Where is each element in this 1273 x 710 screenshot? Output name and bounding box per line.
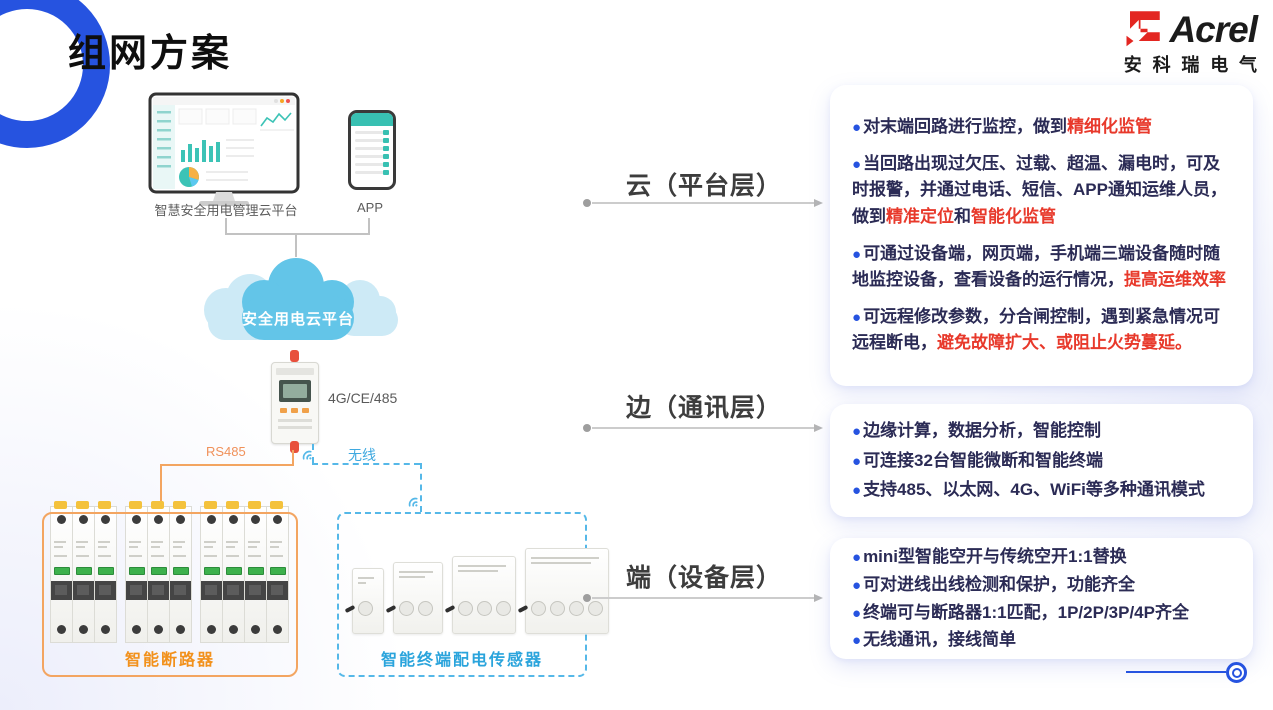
panel-bullet: ●可通过设备端，网页端，手机端三端设备随时随地监控设备，查看设备的运行情况，提高… [852, 243, 1226, 290]
panel-bullet: ●可远程修改参数，分合闸控制，遇到紧急情况可远程断电，避免故障扩大、或阻止火势蔓… [852, 306, 1221, 353]
panel-bullet: ●当回路出现过欠压、过载、超温、漏电时，可及时报警，并通过电话、短信、APP通知… [852, 153, 1227, 226]
bullet-icon: ● [852, 119, 862, 137]
bullet-icon: ● [852, 604, 862, 622]
platform-label: 智慧安全用电管理云平台 [154, 203, 298, 218]
sensors-label: 智能终端配电传感器 [380, 652, 543, 669]
footer-ring-decoration [1226, 662, 1247, 683]
connector [225, 218, 227, 233]
layer-line-arrow [814, 199, 823, 207]
layer-cloud-label: 云（平台层） [625, 172, 782, 200]
panel-bullet: ●可对进线出线检测和保护，功能齐全 [852, 574, 1136, 594]
panel-bullet: ●边缘计算，数据分析，智能控制 [852, 420, 1102, 440]
panel-bullet: ●支持485、以太网、4G、WiFi等多种通讯模式 [852, 480, 1205, 500]
brand-subtext: 安科瑞电气 [1123, 55, 1268, 75]
bullet-icon: ● [852, 576, 862, 594]
panel-bullet: ●对末端回路进行监控，做到精细化监管 [852, 117, 1153, 137]
panel-bullet: ●无线通讯，接线简单 [852, 630, 1017, 650]
edge-panel: ●边缘计算，数据分析，智能控制 ●可连接32台智能微断和智能终端 ●支持485、… [830, 404, 1253, 517]
platform-monitor-illustration [148, 92, 302, 219]
rs485-line [160, 464, 162, 512]
layer-edge-label: 边（通讯层） [625, 394, 782, 422]
rs485-label: RS485 [206, 444, 246, 459]
panel-bullet: ●终端可与断路器1:1匹配，1P/2P/3P/4P齐全 [852, 602, 1189, 622]
layer-line [592, 597, 814, 599]
wireless-line [312, 444, 314, 463]
acrel-logo-icon [1123, 6, 1165, 53]
connector [368, 218, 370, 233]
wireless-line [420, 463, 422, 512]
bullet-icon: ● [852, 482, 862, 500]
wifi-icon [404, 493, 421, 510]
breakers-box: 智能断路器 [42, 512, 298, 677]
app-label: APP [356, 200, 383, 215]
footer-line-decoration [1126, 671, 1226, 673]
breaker-row [50, 501, 297, 643]
bullet-icon: ● [852, 632, 862, 650]
gateway-illustration [271, 362, 319, 444]
layer-line-dot [583, 424, 591, 432]
breakers-label: 智能断路器 [124, 652, 215, 669]
cloud-label: 安全用电云平台 [241, 311, 354, 328]
bullet-icon: ● [852, 245, 862, 263]
acrel-logo: Acrel 安科瑞电气 [1071, 6, 1258, 77]
layer-line-dot [583, 199, 591, 207]
panel-bullet: ●可连接32台智能微断和智能终端 [852, 450, 1103, 470]
bullet-icon: ● [852, 452, 862, 470]
layer-device-label: 端（设备层） [625, 564, 782, 592]
page-title: 组网方案 [68, 33, 233, 75]
rs485-line [160, 464, 294, 466]
cloud-panel: ●对末端回路进行监控，做到精细化监管 ●当回路出现过欠压、过载、超温、漏电时，可… [830, 85, 1253, 386]
cloud-illustration: 安全用电云平台 [192, 248, 404, 360]
layer-line-arrow [814, 594, 823, 602]
wifi-icon [298, 446, 315, 463]
sensor-row [344, 548, 609, 634]
panel-bullet: ●mini型智能空开与传统空开1:1替换 [852, 547, 1127, 567]
gateway-label: 4G/CE/485 [328, 390, 398, 406]
bullet-icon: ● [852, 422, 862, 440]
gateway-antenna-top [289, 350, 299, 362]
brand-name: Acrel [1169, 8, 1258, 50]
wireless-line [312, 463, 420, 465]
gateway-antenna-bottom [289, 441, 299, 453]
layer-line [592, 427, 814, 429]
connector [225, 233, 370, 235]
layer-line-dot [583, 594, 591, 602]
layer-line-arrow [814, 424, 823, 432]
layer-line [592, 202, 814, 204]
rs485-line [292, 450, 294, 464]
connector [295, 233, 297, 257]
bullet-icon: ● [852, 308, 862, 326]
app-phone-illustration [348, 110, 396, 190]
device-panel: ●mini型智能空开与传统空开1:1替换 ●可对进线出线检测和保护，功能齐全 ●… [830, 538, 1253, 659]
bullet-icon: ● [852, 155, 862, 173]
wireless-label: 无线 [348, 447, 376, 463]
bullet-icon: ● [852, 549, 862, 567]
